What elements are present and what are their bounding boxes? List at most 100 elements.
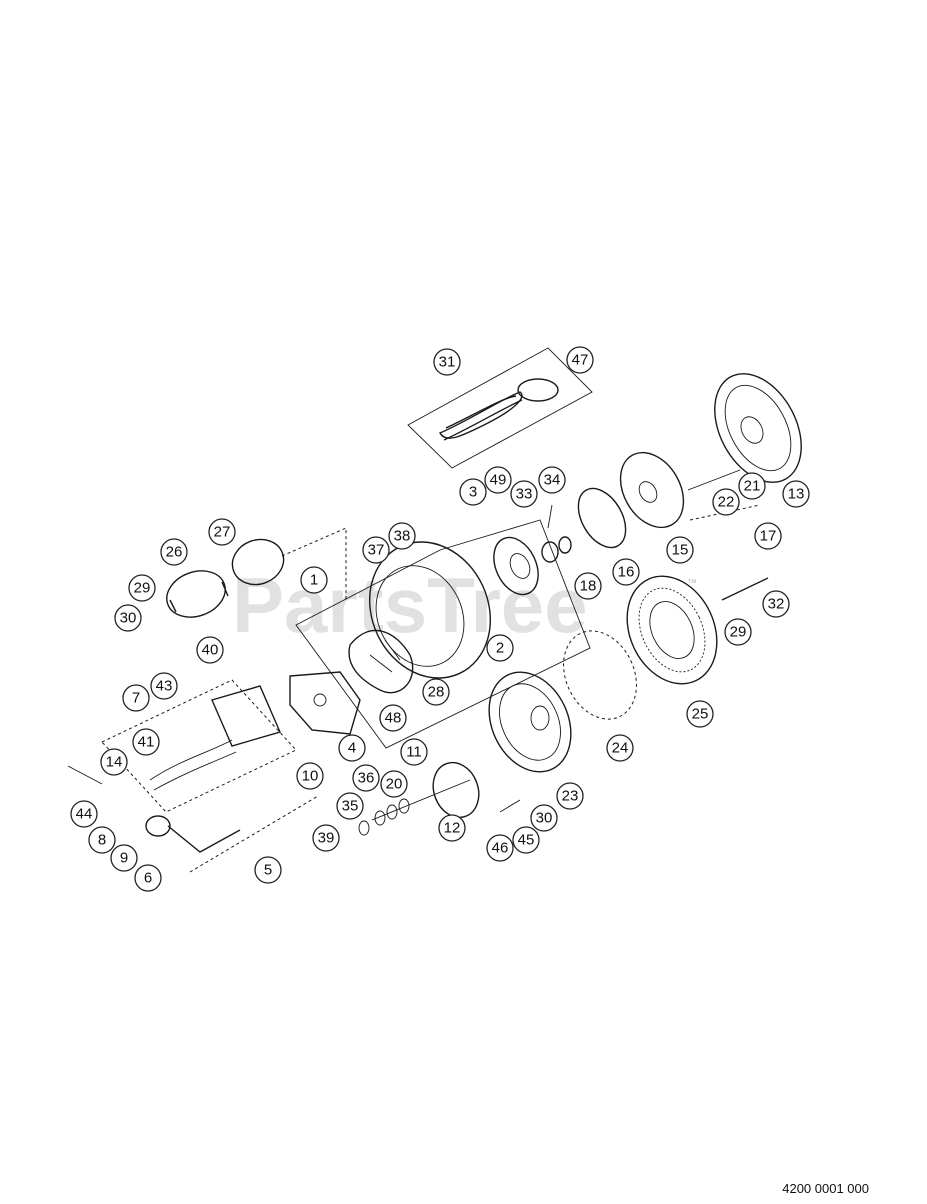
callout-38: 38 bbox=[388, 522, 416, 550]
svg-text:26: 26 bbox=[166, 544, 183, 561]
svg-text:40: 40 bbox=[202, 642, 219, 659]
svg-text:41: 41 bbox=[138, 734, 155, 751]
svg-text:21: 21 bbox=[744, 478, 761, 495]
drawing-number: 4200 0001 000 bbox=[782, 1181, 869, 1196]
svg-text:28: 28 bbox=[428, 684, 445, 701]
callout-40: 40 bbox=[196, 636, 224, 664]
svg-text:1: 1 bbox=[310, 572, 318, 589]
cylinder bbox=[166, 527, 347, 618]
callout-43: 43 bbox=[150, 672, 178, 700]
svg-text:16: 16 bbox=[618, 564, 635, 581]
svg-text:9: 9 bbox=[120, 850, 128, 867]
callout-31: 31 bbox=[433, 348, 461, 376]
callout-35: 35 bbox=[336, 792, 364, 820]
callout-2: 2 bbox=[486, 634, 514, 662]
svg-text:25: 25 bbox=[692, 706, 709, 723]
callout-24: 24 bbox=[606, 734, 634, 762]
svg-text:23: 23 bbox=[562, 788, 579, 805]
callout-18: 18 bbox=[574, 572, 602, 600]
svg-text:32: 32 bbox=[768, 596, 785, 613]
svg-text:33: 33 bbox=[516, 486, 533, 503]
svg-text:46: 46 bbox=[492, 840, 509, 857]
callout-47: 47 bbox=[566, 346, 594, 374]
callout-29-left: 29 bbox=[128, 574, 156, 602]
svg-text:37: 37 bbox=[368, 542, 385, 559]
callout-20: 20 bbox=[380, 770, 408, 798]
callout-45: 45 bbox=[512, 826, 540, 854]
callout-32: 32 bbox=[762, 590, 790, 618]
svg-text:15: 15 bbox=[672, 542, 689, 559]
bracket-plate bbox=[289, 671, 361, 735]
callout-16: 16 bbox=[612, 558, 640, 586]
fork-assembly bbox=[67, 679, 319, 873]
callout-17: 17 bbox=[754, 522, 782, 550]
svg-text:45: 45 bbox=[518, 832, 535, 849]
callout-1: 1 bbox=[300, 566, 328, 594]
callout-7: 7 bbox=[122, 684, 150, 712]
callout-25: 25 bbox=[686, 700, 714, 728]
callout-13: 13 bbox=[782, 480, 810, 508]
callout-6: 6 bbox=[134, 864, 162, 892]
svg-text:38: 38 bbox=[394, 528, 411, 545]
callout-30-right: 30 bbox=[530, 804, 558, 832]
callout-46: 46 bbox=[486, 834, 514, 862]
callout-33: 33 bbox=[510, 480, 538, 508]
svg-text:11: 11 bbox=[406, 744, 422, 761]
svg-text:20: 20 bbox=[386, 776, 403, 793]
callout-44: 44 bbox=[70, 800, 98, 828]
callout-37: 37 bbox=[362, 536, 390, 564]
callout-30-left: 30 bbox=[114, 604, 142, 632]
svg-text:22: 22 bbox=[718, 494, 735, 511]
callout-49: 49 bbox=[484, 466, 512, 494]
svg-text:30: 30 bbox=[536, 810, 553, 827]
callout-12: 12 bbox=[438, 814, 466, 842]
svg-text:12: 12 bbox=[444, 820, 461, 837]
svg-text:30: 30 bbox=[120, 610, 137, 627]
svg-text:49: 49 bbox=[490, 472, 507, 489]
hub-disc bbox=[619, 451, 761, 529]
svg-text:17: 17 bbox=[760, 528, 777, 545]
svg-text:29: 29 bbox=[730, 624, 747, 641]
svg-text:31: 31 bbox=[439, 354, 456, 371]
wheel-half bbox=[488, 671, 572, 813]
svg-text:24: 24 bbox=[612, 740, 629, 757]
svg-text:13: 13 bbox=[788, 486, 805, 503]
callout-9: 9 bbox=[110, 844, 138, 872]
cord-kit bbox=[407, 347, 593, 469]
hub-assembly bbox=[493, 504, 572, 596]
svg-text:44: 44 bbox=[76, 806, 93, 823]
callout-3: 3 bbox=[459, 478, 487, 506]
svg-text:29: 29 bbox=[134, 580, 151, 597]
callout-10: 10 bbox=[296, 762, 324, 790]
callout-14: 14 bbox=[100, 748, 128, 776]
svg-text:18: 18 bbox=[580, 578, 597, 595]
svg-text:47: 47 bbox=[572, 352, 589, 369]
callout-28: 28 bbox=[422, 678, 450, 706]
svg-text:14: 14 bbox=[106, 754, 123, 771]
callout-34: 34 bbox=[538, 466, 566, 494]
gasket-ring bbox=[577, 487, 627, 549]
callout-27: 27 bbox=[208, 518, 236, 546]
svg-text:10: 10 bbox=[302, 768, 319, 785]
callout-41: 41 bbox=[132, 728, 160, 756]
callout-23: 23 bbox=[556, 782, 584, 810]
axle-bolt bbox=[721, 577, 769, 601]
callout-26: 26 bbox=[160, 538, 188, 566]
callout-22: 22 bbox=[712, 488, 740, 516]
wheel-gasket bbox=[563, 630, 637, 720]
callout-48: 48 bbox=[379, 704, 407, 732]
callout-5: 5 bbox=[254, 856, 282, 884]
svg-text:36: 36 bbox=[358, 770, 375, 787]
svg-text:43: 43 bbox=[156, 678, 173, 695]
callout-11: 11 bbox=[400, 738, 428, 766]
svg-text:4: 4 bbox=[348, 740, 356, 757]
lower-fasteners bbox=[358, 761, 480, 836]
callout-15: 15 bbox=[666, 536, 694, 564]
svg-text:39: 39 bbox=[318, 830, 335, 847]
svg-text:34: 34 bbox=[544, 472, 561, 489]
svg-text:8: 8 bbox=[98, 832, 106, 849]
svg-text:7: 7 bbox=[132, 690, 140, 707]
svg-text:48: 48 bbox=[385, 710, 402, 727]
svg-text:3: 3 bbox=[469, 484, 477, 501]
